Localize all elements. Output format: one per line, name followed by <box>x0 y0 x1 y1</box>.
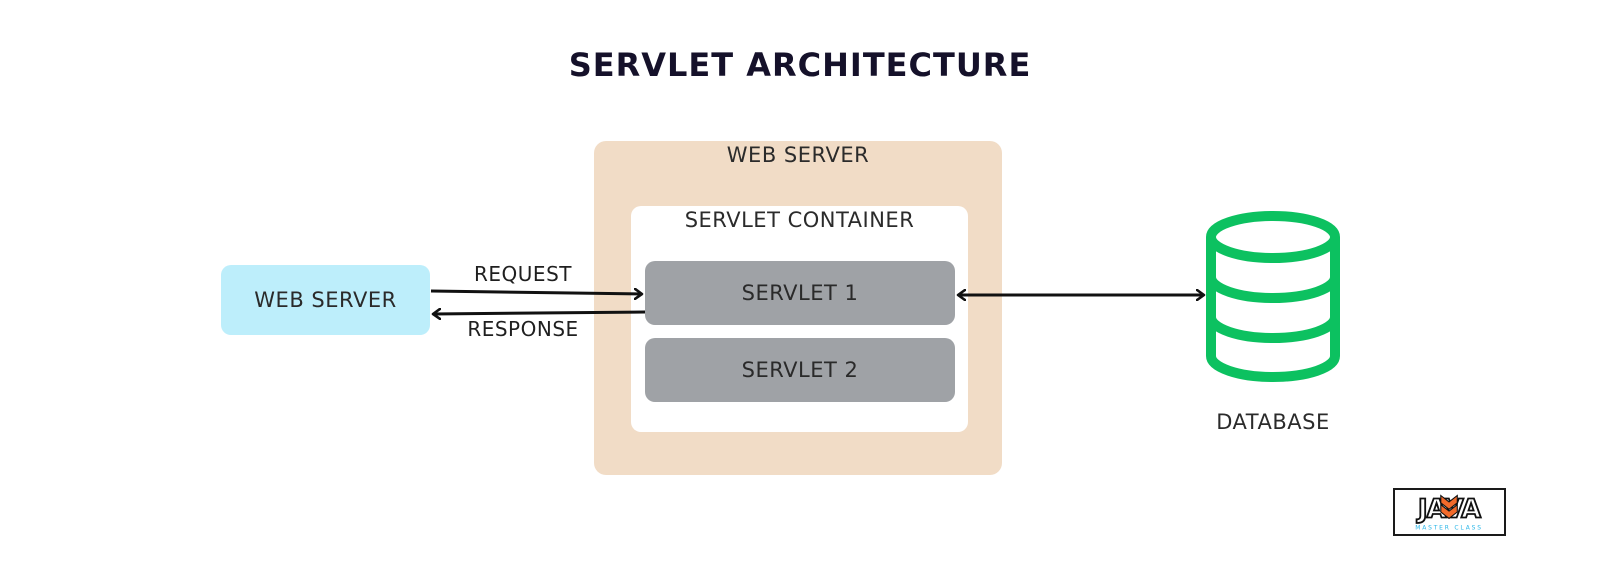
servlet-2-box: SERVLET 2 <box>645 338 955 402</box>
logo-chevron-icon <box>1440 494 1458 520</box>
request-arrow <box>430 291 642 294</box>
request-label: REQUEST <box>474 262 572 286</box>
logo-graphic: JAVA MASTER CLASS <box>1415 494 1483 532</box>
servlet-container-label: SERVLET CONTAINER <box>684 208 915 232</box>
response-arrow <box>433 312 646 314</box>
servlet-2-label: SERVLET 2 <box>741 358 859 382</box>
logo-subtitle: MASTER CLASS <box>1415 524 1483 531</box>
servlet-1-label: SERVLET 1 <box>741 281 859 305</box>
database-label: DATABASE <box>1216 410 1330 434</box>
response-label: RESPONSE <box>467 317 579 341</box>
web-server-label: WEB SERVER <box>726 143 870 167</box>
servlet-1-box: SERVLET 1 <box>645 261 955 325</box>
diagram-title: SERVLET ARCHITECTURE <box>568 46 1032 84</box>
java-master-class-logo: JAVA MASTER CLASS <box>1393 488 1506 536</box>
client-web-server-box: WEB SERVER <box>221 265 430 335</box>
client-web-server-label: WEB SERVER <box>254 288 397 312</box>
database-icon <box>1206 211 1340 382</box>
